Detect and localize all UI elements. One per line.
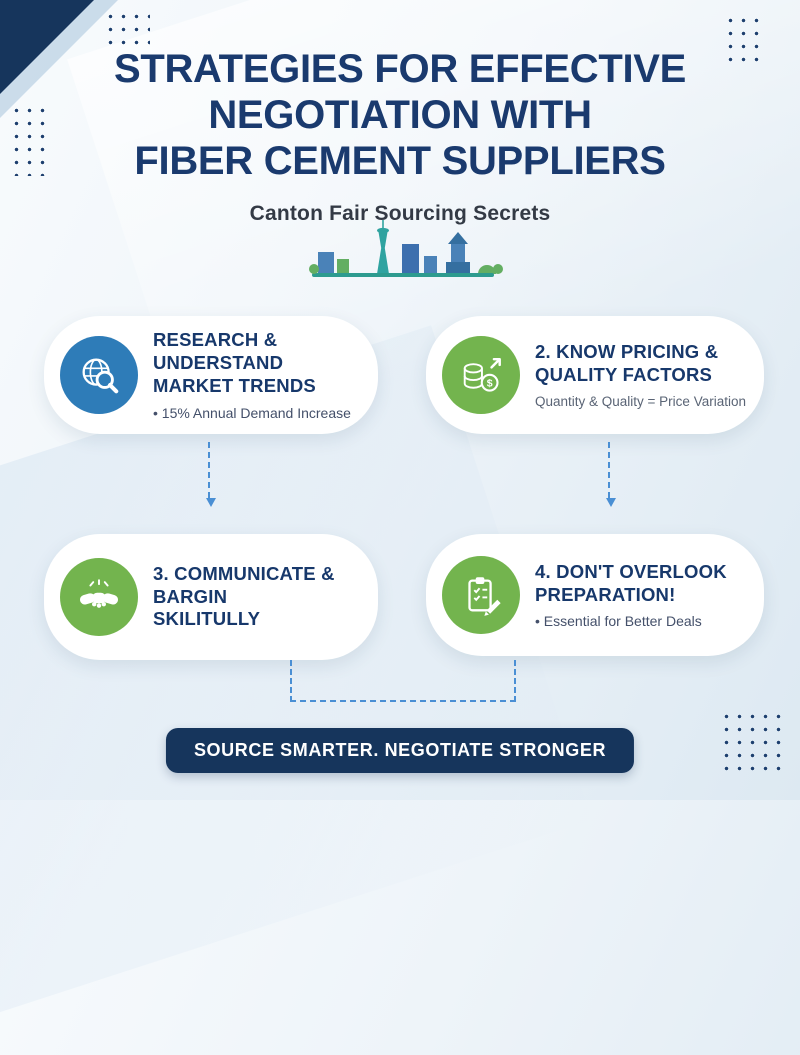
page-title: STRATEGIES FOR EFFECTIVE NEGOTIATION WIT… [0, 46, 800, 184]
checklist-pencil-icon [442, 556, 520, 634]
globe-magnifier-icon [60, 336, 138, 414]
card-title: 2. KNOW PRICING & QUALITY FACTORS [535, 341, 719, 385]
flow-connector-bracket [290, 660, 516, 702]
card-pricing-quality-factors: $ 2. KNOW PRICING & QUALITY FACTORS Quan… [426, 316, 764, 434]
card-communicate-bargain: 3. COMMUNICATE & BARGIN SKILITULLY [44, 534, 378, 660]
card-title: RESEARCH & UNDERSTAND MARKET TRENDS [153, 329, 316, 396]
dot-grid-bottom-right [720, 710, 788, 776]
globe-magnifier-glyph [82, 358, 119, 394]
page-subtitle: Canton Fair Sourcing Secrets [249, 202, 551, 225]
dot-grid-top-right [724, 14, 766, 64]
handshake-glyph [79, 579, 119, 608]
card-research-market-trends: RESEARCH & UNDERSTAND MARKET TRENDS • 15… [44, 316, 378, 434]
dot-grid-top-left-a [104, 10, 150, 46]
footer-banner-text: SOURCE SMARTER. NEGOTIATE STRONGER [193, 740, 607, 760]
card-text-block: 2. KNOW PRICING & QUALITY FACTORS Quanti… [535, 341, 746, 409]
page-title-line-1: STRATEGIES FOR EFFECTIVE [113, 47, 687, 91]
handshake-icon [60, 558, 138, 636]
card-text-block: 4. DON'T OVERLOOK PREPARATION! • Essenti… [535, 561, 727, 630]
page-title-line-3: FIBER CEMENT SUPPLIERS [134, 139, 666, 183]
page-title-line-2: NEGOTIATION WITH [208, 93, 592, 137]
card-detail: Quantity & Quality = Price Variation [535, 393, 746, 409]
card-title: 3. COMMUNICATE & BARGIN SKILITULLY [153, 562, 335, 630]
footer-banner: SOURCE SMARTER. NEGOTIATE STRONGER [165, 728, 635, 773]
card-dont-overlook-preparation: 4. DON'T OVERLOOK PREPARATION! • Essenti… [426, 534, 764, 656]
flow-arrow-down-right [606, 442, 616, 507]
coins-growth-glyph: $ [463, 357, 501, 392]
coins-growth-icon: $ [442, 336, 520, 414]
card-detail: • 15% Annual Demand Increase [153, 404, 351, 421]
svg-text:$: $ [487, 378, 493, 390]
card-text-block: 3. COMMUNICATE & BARGIN SKILITULLY [153, 563, 335, 632]
canton-skyline-illustration [309, 220, 503, 277]
checklist-pencil-glyph [468, 577, 501, 616]
card-title: 4. DON'T OVERLOOK PREPARATION! [535, 560, 727, 605]
dot-grid-top-left-b [10, 104, 46, 176]
card-text-block: RESEARCH & UNDERSTAND MARKET TRENDS • 15… [153, 329, 362, 421]
flow-arrow-down-left [206, 442, 216, 507]
subtitle-block: Canton Fair Sourcing Secrets [0, 202, 800, 277]
card-detail: • Essential for Better Deals [535, 613, 702, 630]
